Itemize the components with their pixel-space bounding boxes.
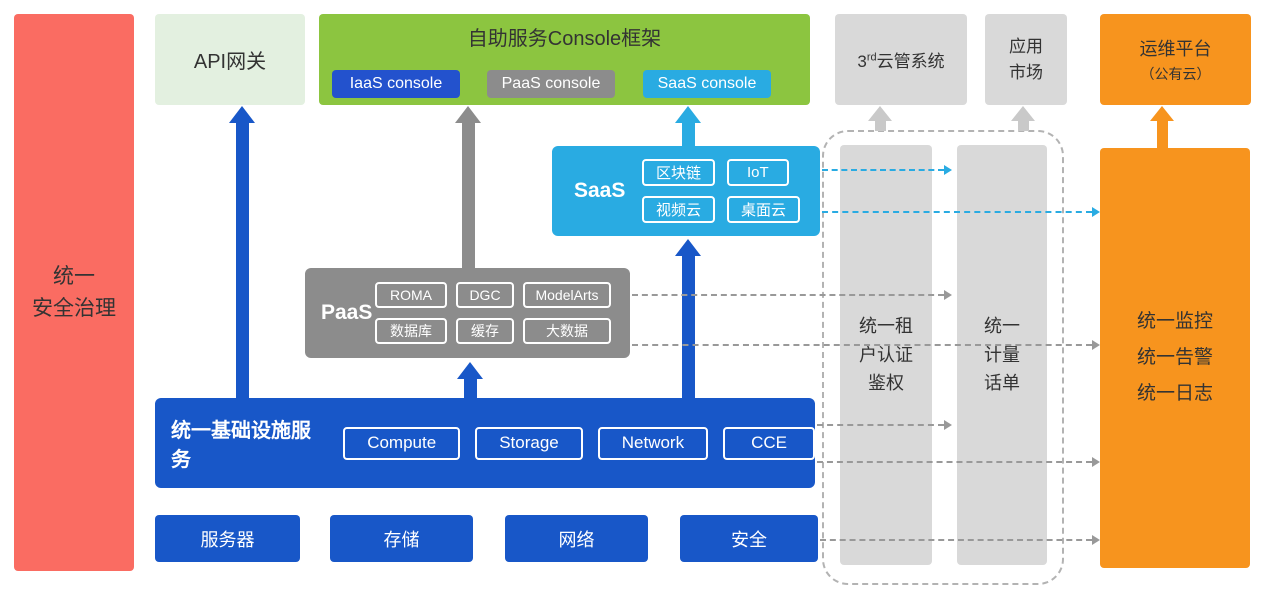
dashed-line bbox=[817, 424, 944, 426]
arrow-shaft bbox=[1157, 120, 1168, 148]
paas-console-button: PaaS console bbox=[487, 70, 615, 98]
dashed-line bbox=[820, 539, 1092, 541]
hardware-box-network: 网络 bbox=[505, 515, 648, 562]
paas-chip-database: 数据库 bbox=[375, 318, 447, 344]
arrow-head bbox=[457, 362, 483, 379]
saas-console-button: SaaS console bbox=[643, 70, 771, 98]
dashed-arrow-head bbox=[944, 290, 952, 300]
saas-chip-video-cloud: 视频云 bbox=[642, 196, 716, 223]
metering-bar: 统一 计量 话单 bbox=[957, 145, 1047, 565]
tenant-services-dashed-frame bbox=[822, 130, 1064, 585]
saas-chip-iot: IoT bbox=[727, 159, 789, 186]
om-platform-line2: （公有云） bbox=[1140, 66, 1211, 82]
saas-chip-blockchain: 区块链 bbox=[642, 159, 716, 186]
arrow-shaft bbox=[464, 378, 477, 398]
paas-chip-bigdata: 大数据 bbox=[523, 318, 611, 344]
saas-chip-desktop-cloud: 桌面云 bbox=[727, 196, 801, 223]
saas-box: SaaS 区块链 IoT 视频云 桌面云 bbox=[552, 146, 820, 236]
dashed-arrow-head bbox=[1092, 457, 1100, 467]
dashed-line bbox=[822, 169, 944, 171]
arrow-shaft bbox=[1018, 120, 1029, 131]
paas-chip-cache: 缓存 bbox=[456, 318, 514, 344]
arrow-shaft bbox=[462, 122, 475, 268]
saas-label: SaaS bbox=[574, 179, 626, 202]
iaas-chip-compute: Compute bbox=[343, 426, 461, 460]
dashed-line bbox=[817, 461, 1092, 463]
dashed-line bbox=[632, 294, 944, 296]
paas-label: PaaS bbox=[321, 301, 373, 324]
dashed-arrow-head bbox=[1092, 535, 1100, 545]
arrow-head bbox=[1150, 106, 1174, 121]
dashed-line bbox=[822, 211, 1092, 213]
monitoring-alarm-log-box: 统一监控 统一告警 统一日志 bbox=[1100, 148, 1250, 568]
iaas-chip-cce: CCE bbox=[723, 426, 815, 460]
paas-chip-roma: ROMA bbox=[375, 282, 447, 308]
arrow-head bbox=[455, 106, 481, 123]
hardware-box-security: 安全 bbox=[680, 515, 818, 562]
paas-chip-modelarts: ModelArts bbox=[523, 282, 611, 308]
hardware-box-server: 服务器 bbox=[155, 515, 300, 562]
iaas-label: 统一基础设施服务 bbox=[171, 420, 311, 471]
paas-box: PaaS ROMA DGC ModelArts 数据库 缓存 大数据 bbox=[305, 268, 630, 358]
tenant-auth-bar: 统一租 户认证 鉴权 bbox=[840, 145, 932, 565]
arrow-head bbox=[229, 106, 255, 123]
dashed-arrow-head bbox=[1092, 207, 1100, 217]
third-party-cloud-label: 3rd云管系统 bbox=[857, 51, 945, 71]
arrow-shaft bbox=[236, 122, 249, 398]
iaas-chip-network: Network bbox=[597, 426, 709, 460]
dashed-arrow-head bbox=[944, 165, 952, 175]
iaas-infrastructure-bar: 统一基础设施服务 Compute Storage Network CCE bbox=[155, 398, 815, 488]
hardware-box-storage: 存储 bbox=[330, 515, 473, 562]
arrow-head bbox=[675, 106, 701, 123]
arrow-head bbox=[675, 239, 701, 256]
arrow-shaft bbox=[875, 120, 886, 131]
console-framework-title: 自助服务Console框架 bbox=[467, 28, 662, 50]
third-party-cloud-box: 3rd云管系统 bbox=[835, 14, 967, 105]
om-platform-box: 运维平台 （公有云） bbox=[1100, 14, 1251, 105]
api-gateway-box: API网关 bbox=[155, 14, 305, 105]
arrow-head bbox=[868, 106, 892, 121]
iaas-console-button: IaaS console bbox=[332, 70, 460, 98]
dashed-arrow-head bbox=[1092, 340, 1100, 350]
arrow-shaft bbox=[682, 255, 695, 398]
paas-chip-dgc: DGC bbox=[456, 282, 514, 308]
console-framework-box: 自助服务Console框架 IaaS console PaaS console … bbox=[319, 14, 810, 105]
om-platform-line1: 运维平台 bbox=[1139, 39, 1212, 59]
security-governance-bar: 统一 安全治理 bbox=[14, 14, 134, 571]
dashed-arrow-head bbox=[944, 420, 952, 430]
dashed-line bbox=[632, 344, 1092, 346]
arrow-head bbox=[1011, 106, 1035, 121]
iaas-chip-storage: Storage bbox=[475, 426, 583, 460]
arrow-shaft bbox=[682, 122, 695, 146]
app-market-box: 应用 市场 bbox=[985, 14, 1067, 105]
